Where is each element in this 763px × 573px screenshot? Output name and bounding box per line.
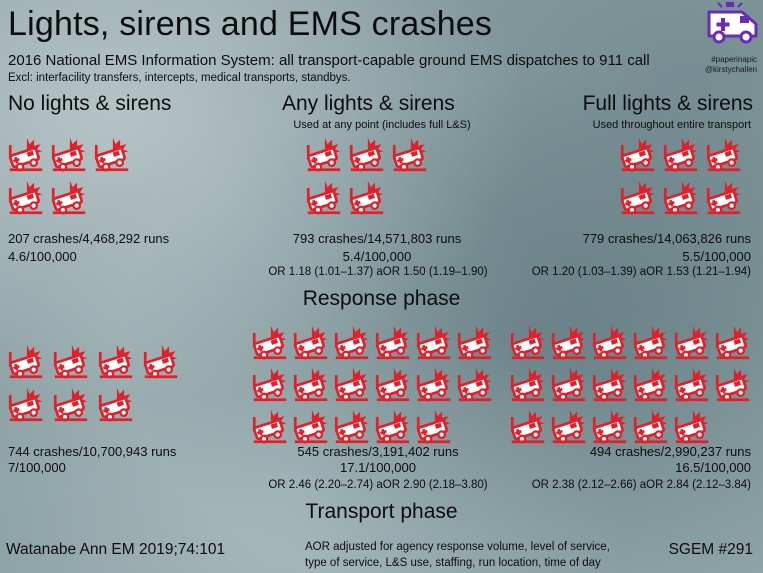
icon-grid-response-any: [306, 136, 428, 215]
response-none-crashes: 207 crashes/4,468,292 runs: [8, 231, 170, 246]
column-heading-none: No lights & sirens: [8, 92, 172, 115]
ambulance-crash-icon: [98, 343, 134, 379]
ambulance-crash-icon: [375, 324, 411, 360]
icon-grid-response-full: [620, 136, 742, 215]
ambulance-crash-icon: [349, 136, 385, 172]
ambulance-crash-icon: [706, 136, 742, 172]
ambulance-crash-icon: [551, 366, 587, 402]
column-note-any: Used at any point (includes full L&S): [293, 119, 471, 131]
ambulance-icon: [707, 2, 758, 44]
ambulance-crash-icon: [334, 324, 370, 360]
ambulance-crash-icon: [293, 324, 329, 360]
ambulance-crash-icon: [334, 408, 370, 444]
ambulance-crash-icon: [98, 386, 134, 422]
ambulance-crash-icon: [306, 179, 342, 215]
ambulance-crash-icon: [306, 136, 342, 172]
ambulance-crash-icon: [457, 366, 493, 402]
response-full-ratio: OR 1.20 (1.03–1.39) aOR 1.53 (1.21–1.94): [531, 266, 751, 278]
response-full-crashes: 779 crashes/14,063,826 runs: [582, 231, 751, 246]
transport-none-rate: 7/100,000: [8, 460, 66, 475]
response-any-rate: 5.4/100,000: [342, 249, 412, 264]
adjustment-note-line2: type of service, L&S use, staffing, run …: [305, 557, 601, 569]
ambulance-crash-icon: [551, 324, 587, 360]
transport-phase-label: Transport phase: [305, 500, 458, 523]
ambulance-crash-icon: [715, 324, 751, 360]
ambulance-crash-icon: [620, 179, 656, 215]
icon-grid-transport-any: [252, 324, 493, 444]
ambulance-crash-icon: [8, 386, 44, 422]
ambulance-crash-icon: [663, 179, 699, 215]
episode-label: SGEM #291: [668, 541, 753, 558]
author-handle: @kirstychallen: [704, 65, 757, 74]
ambulance-crash-icon: [633, 324, 669, 360]
response-phase-label: Response phase: [302, 287, 461, 310]
ambulance-crash-icon: [252, 366, 288, 402]
ambulance-crash-icon: [592, 324, 628, 360]
ambulance-crash-icon: [392, 136, 428, 172]
ambulance-crash-icon: [706, 179, 742, 215]
response-any-crashes: 793 crashes/14,571,803 runs: [292, 231, 462, 246]
ambulance-crash-icon: [592, 408, 628, 444]
social-handles: #paperinapic @kirstychallen: [705, 55, 757, 75]
ambulance-crash-icon: [620, 136, 656, 172]
response-any-ratio: OR 1.18 (1.01–1.37) aOR 1.50 (1.19–1.90): [268, 266, 488, 278]
ambulance-crash-icon: [633, 408, 669, 444]
column-heading-any: Any lights & sirens: [282, 92, 455, 115]
ambulance-crash-icon: [53, 343, 89, 379]
citation: Watanabe Ann EM 2019;74:101: [6, 541, 226, 558]
transport-none-crashes: 744 crashes/10,700,943 runs: [8, 444, 177, 459]
icon-grid-transport-none: [8, 343, 179, 422]
page-title: Lights, sirens and EMS crashes: [8, 5, 493, 43]
hashtag: #paperinapic: [711, 55, 757, 64]
ambulance-crash-icon: [51, 179, 87, 215]
ambulance-crash-icon: [8, 343, 44, 379]
ambulance-crash-icon: [334, 366, 370, 402]
ambulance-crash-icon: [416, 324, 452, 360]
ambulance-crash-icon: [94, 136, 130, 172]
ambulance-crash-icon: [293, 366, 329, 402]
page-subtitle: 2016 National EMS Information System: al…: [8, 52, 650, 69]
ambulance-crash-icon: [8, 179, 44, 215]
ambulance-crash-icon: [510, 408, 546, 444]
ambulance-crash-icon: [510, 366, 546, 402]
adjustment-note: AOR adjusted for agency response volume,…: [305, 539, 635, 571]
response-full-rate: 5.5/100,000: [682, 249, 751, 264]
ambulance-crash-icon: [457, 324, 493, 360]
response-none-rate: 4.6/100,000: [8, 249, 77, 264]
ambulance-crash-icon: [510, 324, 546, 360]
ambulance-crash-icon: [674, 324, 710, 360]
ambulance-crash-icon: [143, 343, 179, 379]
transport-full-ratio: OR 2.38 (2.12–2.66) aOR 2.84 (2.12–3.84): [531, 479, 751, 491]
ambulance-crash-icon: [715, 366, 751, 402]
ambulance-crash-icon: [293, 408, 329, 444]
transport-any-ratio: OR 2.46 (2.20–2.74) aOR 2.90 (2.18–3.80): [268, 479, 488, 491]
ambulance-crash-icon: [592, 366, 628, 402]
icon-grid-transport-full: [510, 324, 751, 444]
transport-full-crashes: 494 crashes/2,990,237 runs: [589, 444, 751, 459]
ambulance-crash-icon: [349, 179, 385, 215]
transport-any-crashes: 545 crashes/3,191,402 runs: [297, 444, 459, 459]
column-note-full: Used throughout entire transport: [592, 119, 751, 131]
ambulance-crash-icon: [375, 408, 411, 444]
ambulance-crash-icon: [674, 408, 710, 444]
column-heading-full: Full lights & sirens: [582, 92, 753, 115]
ambulance-crash-icon: [8, 136, 44, 172]
ambulance-crash-icon: [51, 136, 87, 172]
transport-any-rate: 17.1/100,000: [340, 460, 416, 475]
ambulance-crash-icon: [252, 324, 288, 360]
ambulance-crash-icon: [674, 366, 710, 402]
icon-grid-response-none: [8, 136, 130, 215]
ambulance-crash-icon: [252, 408, 288, 444]
transport-full-rate: 16.5/100,000: [675, 460, 751, 475]
ambulance-crash-icon: [633, 366, 669, 402]
exclusions-note: Excl: interfacility transfers, intercept…: [8, 72, 351, 84]
adjustment-note-line1: AOR adjusted for agency response volume,…: [305, 541, 610, 553]
ambulance-crash-icon: [416, 408, 452, 444]
ambulance-crash-icon: [551, 408, 587, 444]
ambulance-crash-icon: [663, 136, 699, 172]
ambulance-crash-icon: [53, 386, 89, 422]
ambulance-crash-icon: [416, 366, 452, 402]
ambulance-crash-icon: [375, 366, 411, 402]
